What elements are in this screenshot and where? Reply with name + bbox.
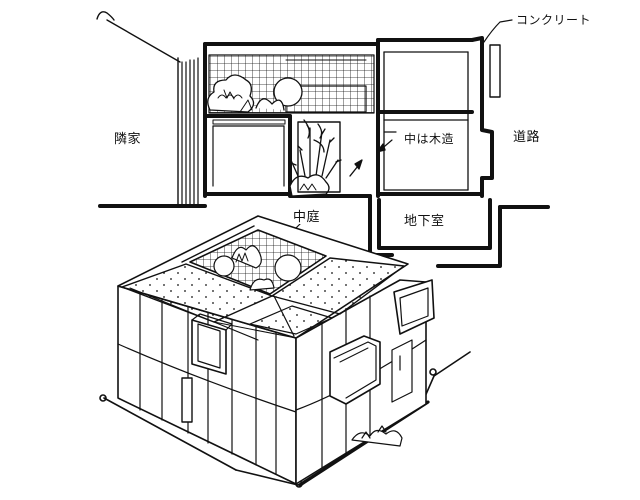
neighbor-house-label: 隣家 — [114, 132, 142, 147]
concrete-shell-section — [203, 36, 502, 268]
axonometric-view — [99, 215, 471, 488]
section-shrubs — [207, 74, 303, 113]
courtyard-shrubs — [213, 245, 302, 291]
neighbor-house — [96, 11, 199, 208]
wood-interior-label: 中は木造 — [403, 132, 456, 146]
left-facade-window — [191, 313, 233, 375]
basement-label: 地下室 — [404, 214, 445, 229]
roof — [117, 215, 409, 341]
concrete-callout — [483, 19, 513, 98]
left-facade-door — [181, 377, 193, 423]
right-facade-balcony — [329, 335, 381, 405]
concrete-label: コンクリート — [516, 13, 592, 27]
right-facade-upper-window — [393, 279, 435, 335]
wood-frame-section — [376, 51, 469, 191]
road-label: 道路 — [513, 130, 541, 145]
courtyard-plant-section — [289, 119, 363, 197]
section-drawing — [96, 11, 550, 268]
courtyard-label: 中庭 — [292, 210, 322, 225]
right-facade-entry — [391, 339, 413, 403]
right-facade — [295, 279, 435, 485]
left-facade — [117, 285, 297, 485]
entry-plants — [351, 425, 403, 447]
left-room-section — [203, 114, 292, 196]
